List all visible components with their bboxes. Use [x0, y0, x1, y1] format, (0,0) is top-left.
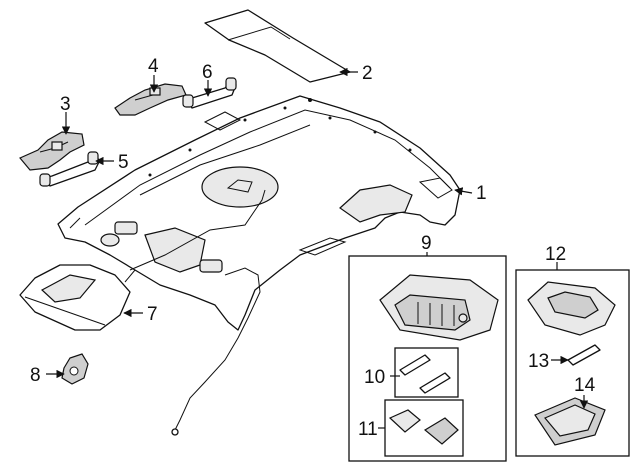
sun-visor-part — [19, 264, 131, 331]
callout-8: 8 — [30, 365, 41, 386]
callout-12: 12 — [545, 244, 566, 265]
callout-1: 1 — [476, 183, 487, 204]
callout-5: 5 — [118, 152, 129, 173]
insulator-pad-part — [204, 9, 351, 83]
headliner-part — [57, 95, 461, 436]
callout-10: 10 — [364, 367, 385, 388]
callout-9: 9 — [421, 233, 432, 254]
callout-14: 14 — [574, 375, 596, 396]
callout-11: 11 — [358, 419, 378, 440]
callout-6: 6 — [202, 62, 213, 83]
callout-4: 4 — [148, 56, 159, 77]
clip-bracket-part — [114, 83, 187, 116]
callout-7: 7 — [147, 304, 158, 325]
visor-clip-part — [61, 353, 89, 385]
callout-3: 3 — [60, 94, 71, 115]
callout-13: 13 — [528, 351, 549, 372]
assist-grip-rear-part — [39, 151, 101, 187]
bracket-part — [19, 131, 85, 171]
group-box-9 — [348, 255, 507, 462]
callout-2: 2 — [362, 63, 373, 84]
group-box-12 — [515, 269, 630, 457]
leader-lines — [46, 67, 589, 429]
